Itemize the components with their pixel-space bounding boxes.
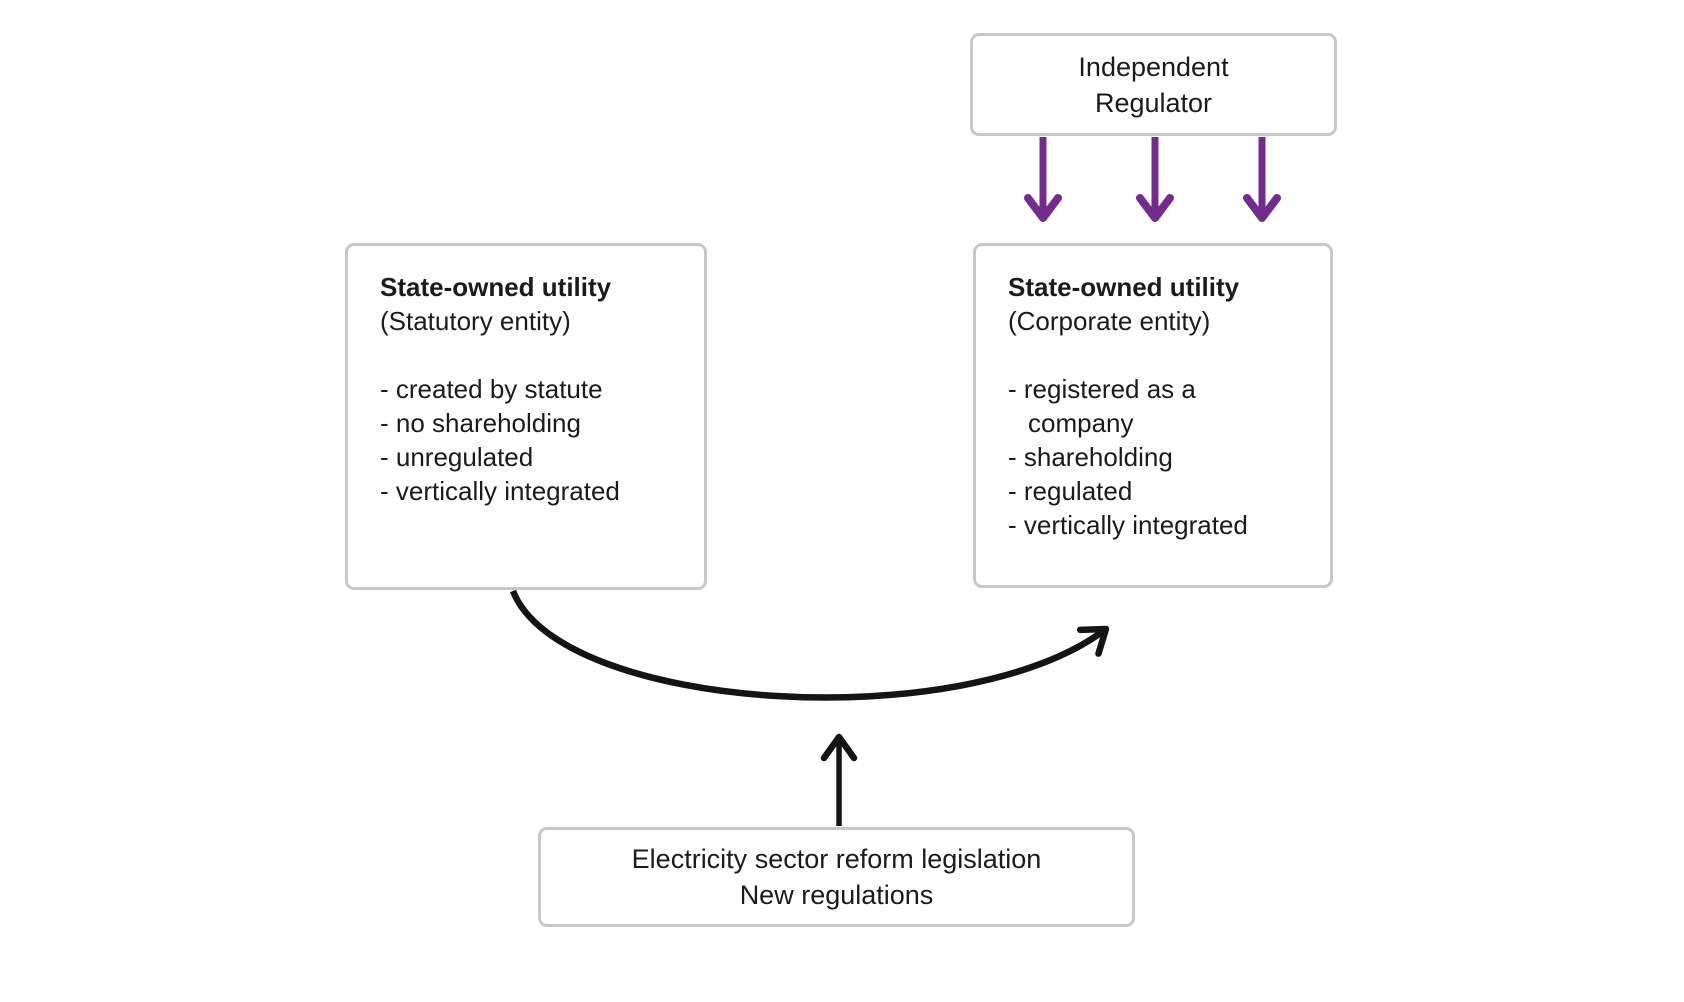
bullet-item: - vertically integrated [380, 476, 620, 506]
legislation-line-1: Electricity sector reform legislation [631, 844, 1042, 874]
bullet-item: - no shareholding [380, 408, 581, 438]
bullet-item: - unregulated [380, 442, 534, 472]
bullet-item: - vertically integrated [1008, 510, 1248, 540]
bullet-item: - shareholding [1008, 442, 1173, 472]
corporate-utility-title: State-owned utility [1008, 272, 1240, 302]
corporate-utility-box: State-owned utility (Corporate entity) -… [973, 243, 1333, 588]
legislation-box: Electricity sector reform legislation Ne… [538, 827, 1135, 927]
statutory-utility-box: State-owned utility (Statutory entity) -… [345, 243, 707, 590]
statutory-utility-bullet-list: - created by statute - no shareholding -… [380, 372, 686, 508]
bullet-item: - created by statute [380, 374, 603, 404]
legislation-line-2: New regulations [739, 880, 934, 910]
bullet-item: - registered as a company [1008, 374, 1196, 438]
statutory-utility-subtitle: (Statutory entity) [380, 306, 571, 336]
corporate-utility-bullet-list: - registered as a company - shareholding… [1008, 372, 1312, 542]
corporate-utility-subtitle: (Corporate entity) [1008, 306, 1211, 336]
independent-regulator-box: Independent Regulator [970, 33, 1337, 136]
bullet-item: - regulated [1008, 476, 1133, 506]
statutory-to-corporate-curved-arrow-icon [509, 589, 1110, 701]
statutory-utility-title: State-owned utility [380, 272, 612, 302]
